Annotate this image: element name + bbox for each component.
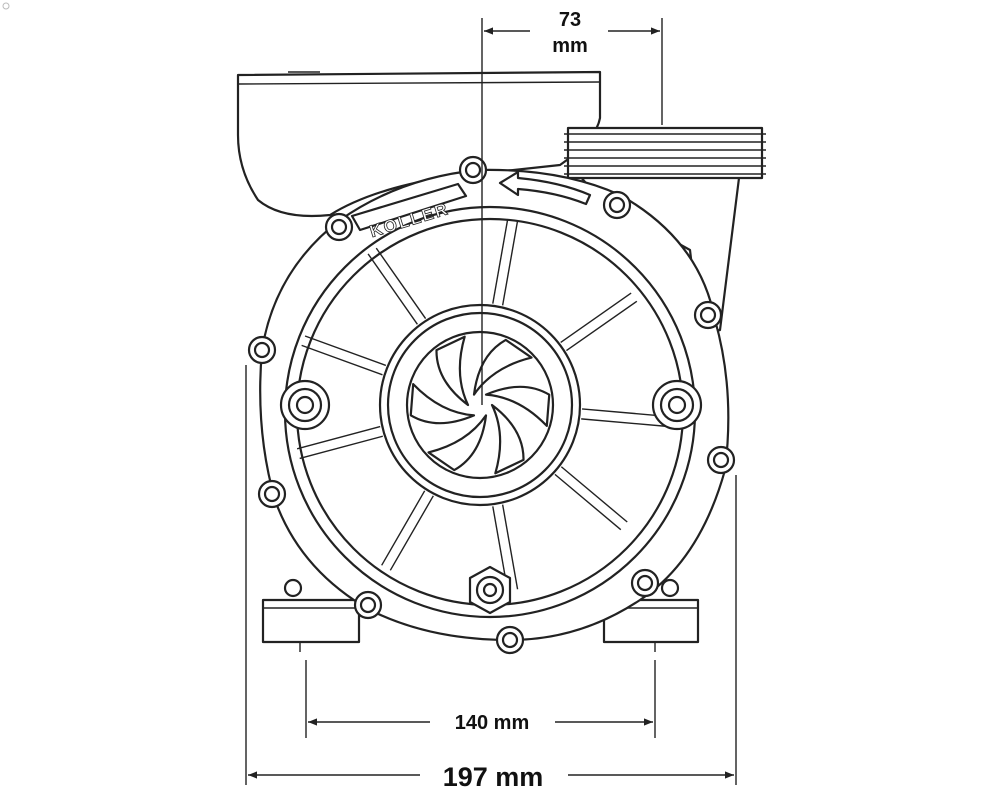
casing-ribs <box>296 218 668 592</box>
casing-rib <box>299 435 383 460</box>
dimension-foot-spacing-value: 140 mm <box>455 712 530 734</box>
rotation-arrow-icon <box>498 170 592 206</box>
bolt-hole <box>699 306 717 324</box>
casing-rib <box>375 247 427 319</box>
side-plug-right <box>651 379 703 431</box>
bolt-hole <box>464 161 482 179</box>
impeller-vane <box>472 338 533 396</box>
casing-rib <box>389 495 434 571</box>
bolt-hole <box>359 596 377 614</box>
impeller-vane <box>409 383 476 425</box>
side-plug-left <box>279 379 331 431</box>
brand-plate: KOLLER <box>350 182 468 242</box>
casing-rib <box>381 490 426 566</box>
dimension-overall-width-value: 197 mm <box>443 762 544 792</box>
impeller-vane <box>435 335 470 407</box>
casing-rib <box>554 473 622 531</box>
casing-rib <box>581 408 668 418</box>
casing-rib <box>560 292 632 343</box>
dimension-overall-width: 197 mm <box>245 365 737 792</box>
dimension-outlet-offset-unit: mm <box>552 35 588 57</box>
thread-lines <box>564 133 766 175</box>
impeller-vane <box>490 403 525 475</box>
casing-rib <box>304 335 387 367</box>
impeller <box>409 335 551 475</box>
casing-rib <box>367 253 418 325</box>
dimension-outlet-offset: 73 mm <box>484 9 663 125</box>
casing-bolts <box>247 155 736 655</box>
casing-rib <box>492 218 509 304</box>
casing-rib <box>501 220 519 306</box>
casing-rib <box>581 418 667 428</box>
casing-rib <box>301 344 383 376</box>
bolt-hole <box>263 485 281 503</box>
casing-rib <box>296 425 381 450</box>
dimension-foot-spacing: 140 mm <box>305 660 656 738</box>
dimension-outlet-offset-value: 73 <box>559 9 581 31</box>
bolt-hole <box>608 196 626 214</box>
bolt-hole <box>636 574 654 592</box>
casing-rib <box>560 466 628 523</box>
casing-rib <box>501 504 519 590</box>
drain-plug <box>468 565 512 615</box>
casing-rib <box>566 300 638 352</box>
bolt-hole <box>330 218 348 236</box>
impeller-vane <box>484 385 551 427</box>
impeller-vane <box>427 414 488 472</box>
bolt-hole <box>712 451 730 469</box>
inlet-hub <box>378 303 582 507</box>
bolt-hole <box>253 341 271 359</box>
corner-mark-icon <box>2 2 10 10</box>
bolt-hole <box>501 631 519 649</box>
